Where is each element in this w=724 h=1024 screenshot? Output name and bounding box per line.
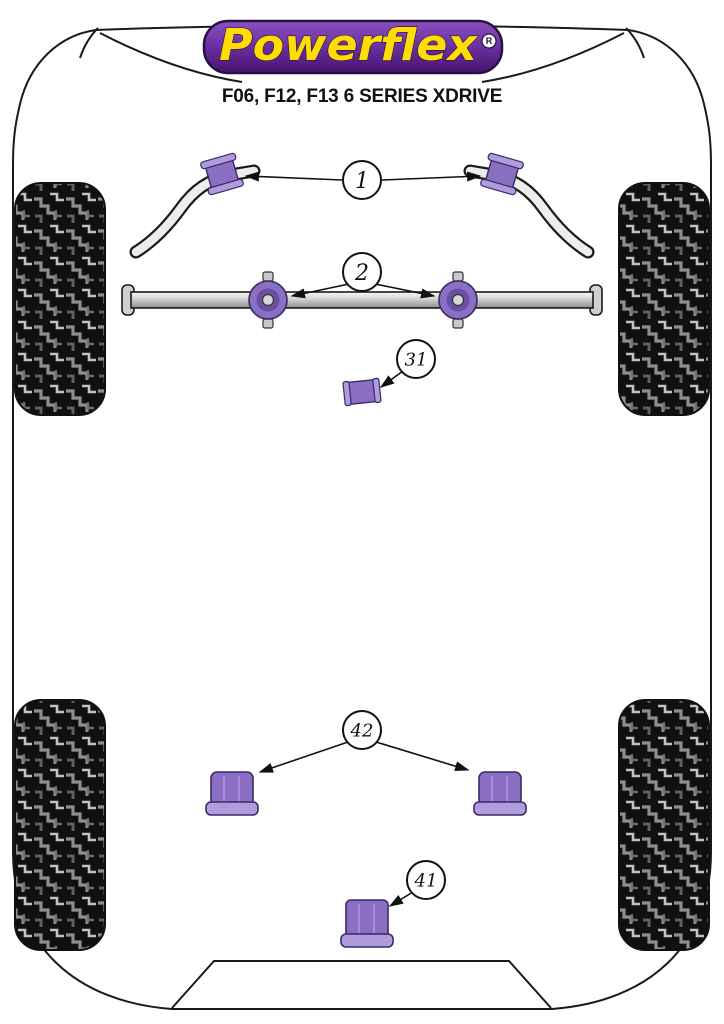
tire-rear-left — [14, 699, 106, 951]
front-arb-bushing-right — [480, 152, 524, 196]
page-title: F06, F12, F13 6 SERIES XDRIVE — [222, 86, 502, 107]
front-lower-arm-bushing-right — [438, 271, 478, 329]
tire-front-left — [14, 182, 106, 416]
callout-2-arrow-right — [374, 283, 436, 299]
callout-41-badge[interactable]: 41 — [406, 860, 446, 900]
callout-42-number[interactable]: 42 — [350, 720, 374, 741]
callout-42-arrow-left — [258, 741, 349, 773]
callout-31-badge[interactable]: 31 — [396, 339, 436, 379]
callout-2-badge[interactable]: 2 — [342, 252, 382, 292]
car-hood-line-left — [99, 32, 243, 83]
callout-42-arrow-right — [375, 741, 470, 772]
callout-arrows — [244, 171, 482, 907]
callout-2-arrow-left — [290, 283, 350, 299]
registered-mark-icon — [481, 33, 497, 49]
car-mirror-line-left — [79, 27, 99, 59]
rear-diff-mount-right — [473, 771, 527, 816]
car-mirror-line-right — [625, 27, 645, 59]
car-rear-window-line — [171, 960, 552, 1009]
front-lower-arm-bushing-left — [248, 271, 288, 329]
callout-2-number[interactable]: 2 — [354, 261, 369, 286]
car-hood-line-right — [481, 32, 625, 83]
tire-rear-right — [618, 699, 710, 951]
callout-1-arrow-right — [381, 171, 482, 182]
registered-mark-text: R — [486, 36, 493, 46]
rear-diff-mount-left — [205, 771, 259, 816]
callout-1-arrow-left — [244, 171, 343, 182]
callout-31-arrow — [379, 370, 404, 388]
steering-bushing — [342, 377, 382, 407]
callout-41-arrow — [388, 891, 414, 907]
callout-31-number[interactable]: 31 — [405, 349, 428, 370]
front-arb-bushing-left — [200, 152, 244, 196]
brand-text: Powerflex — [219, 20, 479, 71]
tire-front-right — [618, 182, 710, 416]
callout-1-number[interactable]: 1 — [355, 169, 369, 194]
callout-41-number[interactable]: 41 — [414, 870, 438, 891]
callout-1-badge[interactable]: 1 — [342, 160, 382, 200]
rear-diff-rear-mount — [340, 899, 394, 948]
powerflex-logo: Powerflex R — [202, 19, 504, 75]
front-lower-arm-bar — [121, 284, 603, 316]
callout-42-badge[interactable]: 42 — [342, 710, 382, 750]
